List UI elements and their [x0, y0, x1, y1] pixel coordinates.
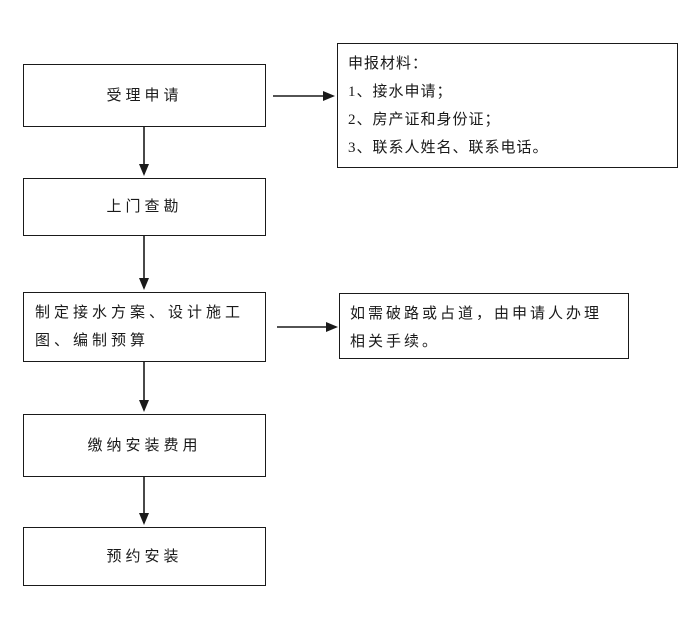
- note-text: 如需破路或占道，由申请人办理相关手续。: [350, 306, 603, 350]
- note-box-road-permit: 如需破路或占道，由申请人办理相关手续。: [339, 293, 629, 359]
- note-line: 1、接水申请；: [348, 84, 453, 100]
- step-box-accept-application: 受理申请: [23, 64, 266, 127]
- step-label: 上门查勘: [106, 199, 183, 215]
- note-line: 2、房产证和身份证；: [348, 112, 501, 128]
- step-box-schedule-installation: 预约安装: [23, 527, 266, 586]
- step-label: 受理申请: [106, 87, 183, 104]
- step-label: 缴纳安装费用: [87, 437, 202, 454]
- step-label: 预约安装: [106, 548, 183, 565]
- step-box-site-survey: 上门查勘: [23, 178, 266, 236]
- note-line: 申报材料：: [348, 56, 429, 72]
- step-box-pay-installation-fee: 缴纳安装费用: [23, 414, 266, 477]
- step-box-plan-design-budget: 制定接水方案、设计施工图、编制预算: [23, 292, 266, 362]
- note-line: 3、联系人姓名、联系电话。: [348, 140, 549, 156]
- step-label: 制定接水方案、设计施工图、编制预算: [35, 305, 245, 349]
- note-box-application-materials: 申报材料： 1、接水申请； 2、房产证和身份证； 3、联系人姓名、联系电话。: [337, 43, 678, 168]
